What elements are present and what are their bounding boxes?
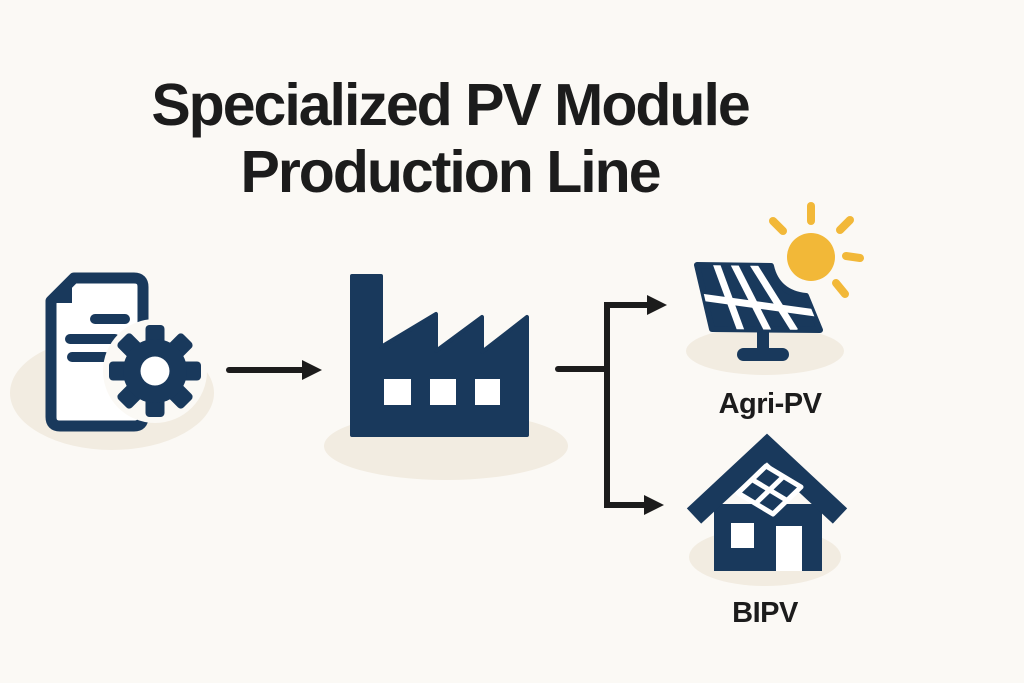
diagram-title: Specialized PV Module Production Line [118,72,782,205]
arrow-factory-branch [555,295,667,515]
solar-panel [694,262,823,361]
document-gear-icon [10,272,214,450]
gear-icon [103,319,207,423]
factory-window [475,379,500,405]
factory-silhouette [350,274,529,437]
house-solar-icon [686,433,848,586]
title-line-2: Production Line [240,138,661,205]
solar-panel-sun-icon [686,202,864,375]
factory-window [430,379,456,405]
arrowhead-icon [644,495,664,515]
house-door [776,526,802,571]
agri-pv-label: Agri-PV [718,388,822,420]
factory-icon [324,274,568,480]
sun-icon [769,202,864,298]
roof-solar-panel [735,463,804,517]
house-window [731,523,754,548]
arrowhead-icon [647,295,667,315]
arrowhead-icon [302,360,322,380]
title-line-1: Specialized PV Module [151,72,750,138]
house [686,433,848,571]
factory-window [384,379,411,405]
bipv-label: BIPV [732,597,798,629]
arrow-spec-to-factory [226,360,322,380]
